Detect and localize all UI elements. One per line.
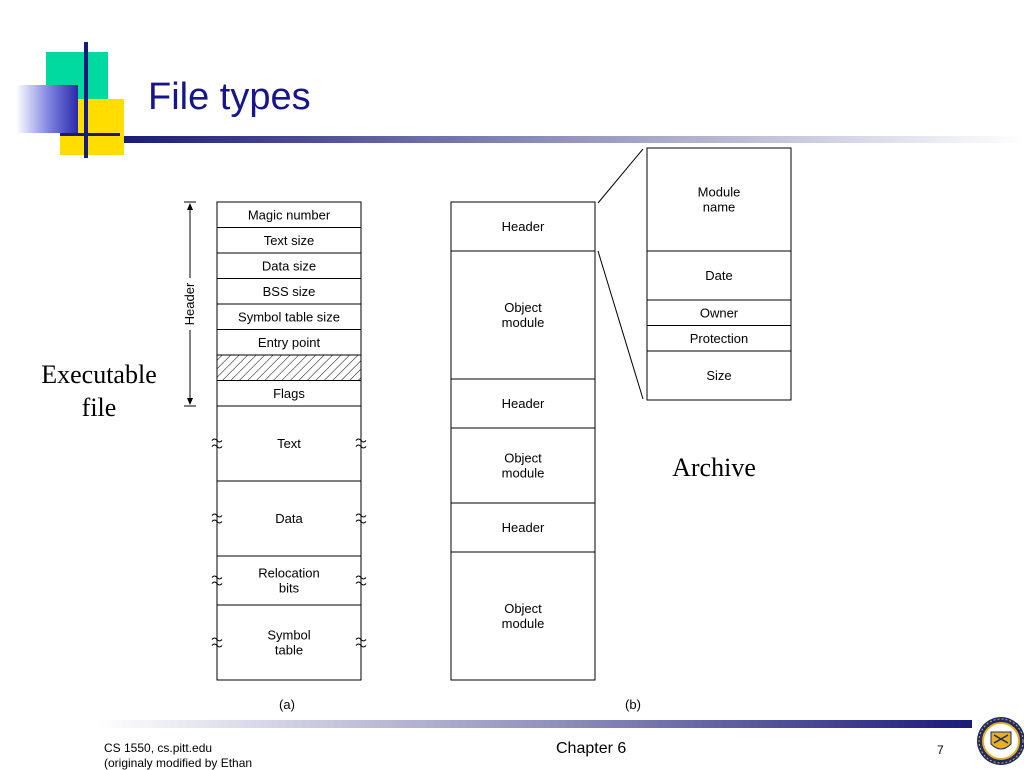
university-seal-logo [977, 717, 1024, 765]
header-field-label: Magic number [248, 207, 331, 222]
header-field [216, 303, 362, 330]
header-brace-arrow-up [187, 203, 193, 210]
header-brace-label-bg [183, 278, 197, 330]
header-field [216, 252, 362, 279]
break-mark [355, 637, 367, 648]
section-label: Data [275, 511, 303, 526]
header-field-label: Data size [262, 258, 316, 273]
footer-rule [96, 720, 972, 728]
archive-label: Archive [672, 453, 756, 482]
footer-page-number: 7 [937, 743, 944, 757]
break-mark [211, 637, 223, 648]
header-field [216, 329, 362, 356]
executable-label-line-2: file [81, 393, 117, 422]
header-field-label: Symbol table size [238, 309, 340, 324]
section-box [216, 480, 362, 557]
header-detail-field [646, 147, 792, 252]
decor-blue-gradient-square [16, 85, 78, 133]
caption-b: (b) [625, 697, 641, 712]
archive-block-label: Header [502, 520, 545, 535]
header-brace-arrow-down [187, 398, 193, 405]
archive-block-label: Header [502, 219, 545, 234]
reserved-hatched-field [216, 354, 362, 381]
footer-course-line-1: CS 1550, cs.pitt.edu [104, 741, 213, 755]
header-field-label: Text size [264, 233, 315, 248]
archive-object-module-block [450, 250, 596, 380]
header-detail-label: Owner [700, 305, 739, 320]
header-field-label: Entry point [258, 335, 321, 350]
header-field [216, 278, 362, 305]
header-detail-label: Date [705, 268, 732, 283]
section-label: Text [277, 436, 301, 451]
archive-header-block [450, 378, 596, 429]
header-detail-field [646, 325, 792, 352]
header-detail-label: Protection [690, 331, 749, 346]
caption-a: (a) [279, 697, 295, 712]
header-brace-label: Header [182, 282, 197, 325]
section-box [216, 555, 362, 606]
break-mark [211, 513, 223, 524]
header-field-label: Flags [273, 386, 305, 401]
executable-label-line-1: Executable [41, 360, 157, 389]
executable-file-label: Executable file [26, 358, 172, 424]
section-box [216, 604, 362, 681]
archive-object-module-block [450, 427, 596, 504]
footer-chapter: Chapter 6 [556, 740, 627, 757]
break-mark [211, 575, 223, 586]
archive-block-label: Header [502, 396, 545, 411]
footer-course-line-2: (originaly modified by Ethan [104, 756, 253, 770]
header-field-label: BSS size [263, 284, 316, 299]
break-mark [211, 438, 223, 449]
archive-header-block [450, 502, 596, 553]
section-box [216, 405, 362, 482]
expansion-line-top [597, 148, 644, 204]
slide-title: File types [148, 76, 311, 118]
decor-vertical-line [84, 42, 88, 158]
expansion-line-bottom [597, 250, 644, 400]
decor-horizontal-line [60, 133, 120, 136]
archive-object-module-block [450, 551, 596, 681]
break-mark [355, 438, 367, 449]
header-detail-label: Size [706, 368, 731, 383]
header-detail-field [646, 299, 792, 326]
break-mark [355, 575, 367, 586]
break-mark [355, 513, 367, 524]
header-detail-field [646, 350, 792, 401]
archive-header-block [450, 201, 596, 252]
title-underline [124, 136, 1024, 143]
